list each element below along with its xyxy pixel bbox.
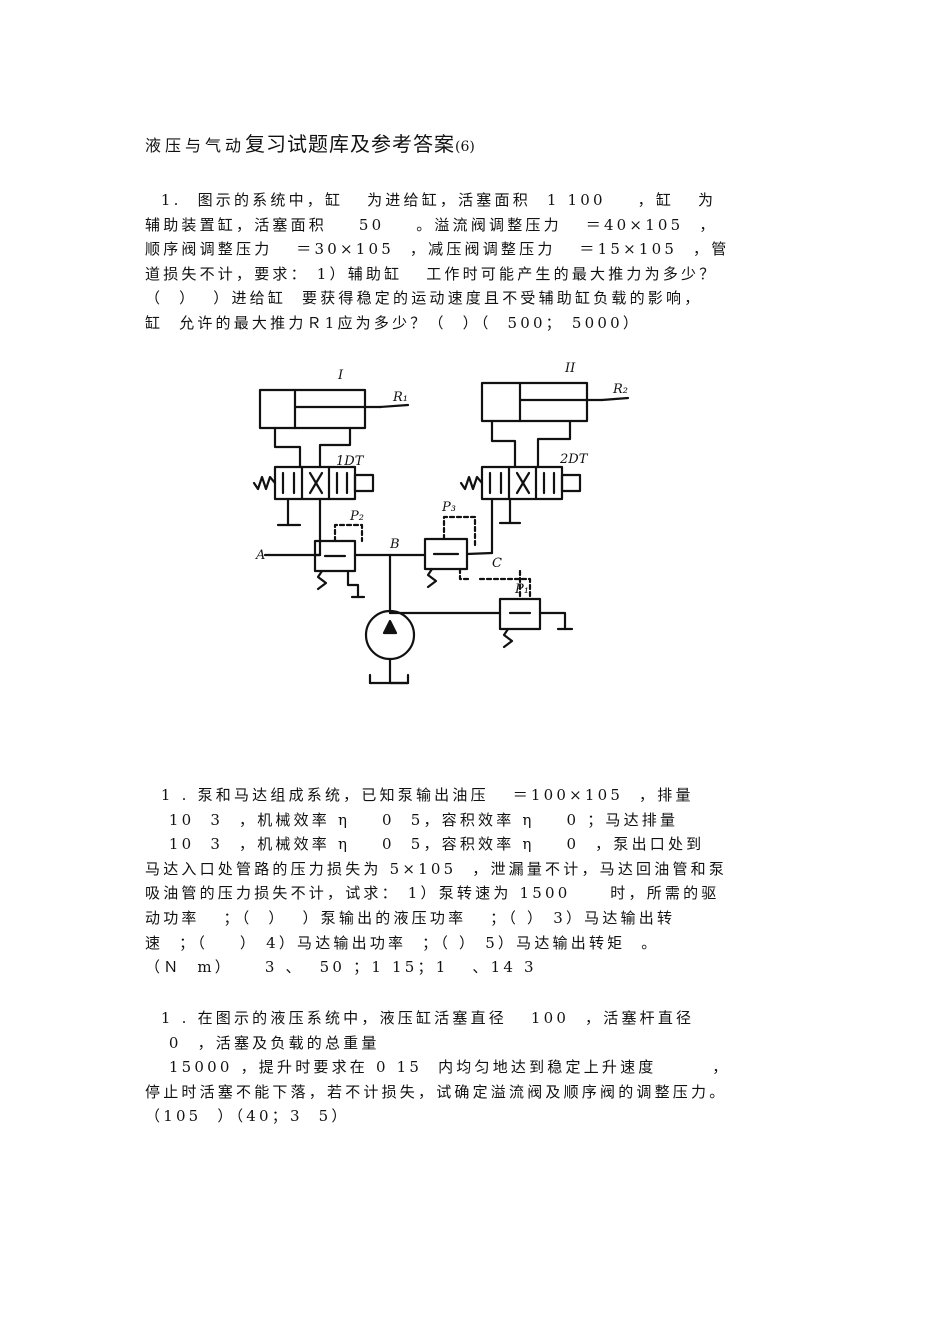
pump-suction: [388, 657, 410, 685]
question-2-line: 吸油管的压力损失不计，试求： 1）泵转速为 1500 时，所需的驱: [145, 884, 720, 903]
label-r2: R₂: [612, 382, 628, 397]
question-3-line: （105 ）（40；3 5）: [145, 1107, 350, 1126]
question-2-line: 10 3 ，机械效率 η 0 5，容积效率 η 0 ；马达排量: [145, 810, 679, 829]
question-2-line: （Ｎ m） 3 、 50 ；1 15；1 、14 3: [145, 958, 537, 977]
document-title: 液压与气动复习试题库及参考答案(6): [145, 128, 845, 157]
question-1: 1. 图示的系统中，缸 为进给缸，活塞面积 1 100 ，缸 为 辅助装置缸，活…: [145, 188, 810, 336]
question-2-line: 动功率 ；（ ） ）泵输出的液压功率 ；（ ） 3）马达输出转: [145, 908, 676, 927]
p2-drain: [346, 569, 360, 599]
p2-pilot-line: [333, 523, 364, 543]
label-cylinder-2: II: [564, 361, 576, 376]
valve-2-tank-line: [508, 497, 522, 525]
hydraulic-circuit-diagram: I II R₁ R₂ 1DT 2DT P₁ P₂ P₃ A B C: [230, 345, 650, 700]
pump: [364, 609, 416, 661]
question-1-line: 辅助装置缸，活塞面积 50 。溢流阀调整压力 ＝40×105 ，: [145, 215, 718, 234]
question-1-line: 道损失不计，要求： 1）辅助缸 工作时可能产生的最大推力为多少？: [145, 264, 718, 283]
question-2-line: 马达入口处管路的压力损失为 5×105 ，泄漏量不计，马达回油管和泵: [145, 859, 728, 878]
p3-pilot-line: [442, 515, 477, 547]
question-1-line: 缸 允许的最大推力Ｒ1应为多少？（ ）（ 500； 5000）: [145, 313, 642, 332]
label-c: C: [492, 556, 502, 571]
p1-pilot-line: [478, 577, 532, 601]
question-2-line: 1 . 泵和马达组成系统，已知泵输出油压 ＝100×105 ，排量: [145, 786, 694, 804]
label-cylinder-1: I: [337, 368, 344, 383]
question-1-line: 顺序阀调整压力 ＝30×105 ，减压阀调整压力 ＝15×105 ，管: [145, 240, 730, 259]
label-1dt: 1DT: [336, 454, 365, 469]
question-1-line: （ ） ）进给缸 要获得稳定的运动速度且不受辅助缸负载的影响，: [145, 289, 703, 308]
question-3-line: 1 . 在图示的液压系统中，液压缸活塞直径 100 ，活塞杆直径: [145, 1009, 695, 1027]
cylinder-2-body: [480, 381, 589, 423]
question-2-line: 10 3 ，机械效率 η 0 5，容积效率 η 0 ，泵出口处到: [145, 835, 705, 854]
question-3-line: 15000 ，提升时要求在 0 15 内均匀地达到稳定上升速度 ，: [145, 1058, 731, 1077]
p2-spring: [316, 569, 328, 591]
question-1-line: 1. 图示的系统中，缸 为进给缸，活塞面积 1 100 ，缸 为: [145, 191, 717, 209]
question-3-line: 停止时活塞不能下落，若不计损失，试确定溢流阀及顺序阀的调整压力。: [145, 1082, 728, 1101]
label-r1: R₁: [392, 390, 408, 405]
valve-2-spring: [459, 475, 484, 491]
question-3-line: 0 ，活塞及负载的总重量: [145, 1033, 380, 1052]
circuit-svg: I II R₁ R₂ 1DT 2DT P₁ P₂ P₃ A B C: [252, 361, 630, 685]
cyl2-port-a-line: [490, 419, 517, 469]
line-c: [465, 551, 494, 556]
cyl2-port-b-line: [536, 419, 572, 469]
valve-1-tank-line: [286, 497, 302, 527]
cylinder-1-body: [258, 388, 367, 430]
label-p1: P₁: [514, 582, 529, 597]
question-2: 1 . 泵和马达组成系统，已知泵输出油压 ＝100×105 ，排量 10 3 ，…: [145, 783, 810, 980]
label-2dt: 2DT: [559, 452, 589, 467]
cyl1-port-b-line: [318, 426, 352, 469]
valve-1-spring: [252, 475, 277, 491]
cyl1-port-a-line: [273, 426, 302, 469]
question-2-line: 速 ；（ ） 4）马达输出功率 ；（ ） 5）马达输出转矩 。: [145, 933, 660, 952]
title-main: 复习试题库及参考答案: [245, 132, 456, 156]
p1-tank-line: [538, 611, 567, 631]
solenoid-1: [353, 473, 375, 493]
cylinder-2-load-line: [600, 396, 630, 402]
label-a: A: [255, 548, 265, 563]
cylinder-1-load-line: [378, 403, 410, 409]
label-p3: P₃: [441, 500, 456, 515]
title-suffix: (6): [455, 139, 475, 155]
label-b: B: [389, 537, 400, 552]
p3-spring: [426, 567, 438, 589]
p1-spring: [502, 627, 514, 649]
title-prefix: 液压与气动: [145, 136, 246, 155]
solenoid-2: [560, 473, 582, 493]
question-3: 1 . 在图示的液压系统中，液压缸活塞直径 100 ，活塞杆直径 0 ，活塞及负…: [145, 1006, 810, 1129]
p3-drain: [458, 567, 472, 581]
label-p2: P₂: [349, 509, 364, 524]
